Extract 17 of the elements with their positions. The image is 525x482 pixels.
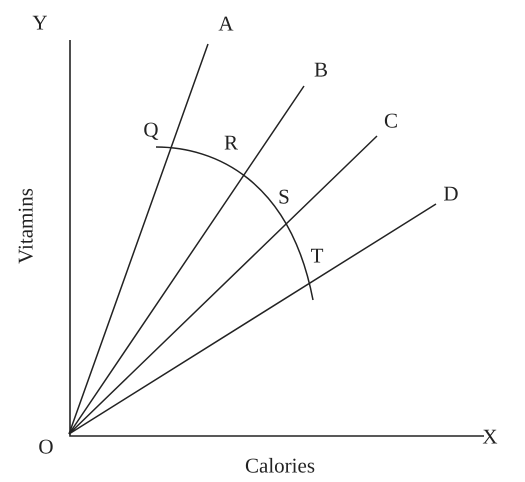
axis-title: Calories [245,456,315,476]
point-label: D [443,184,459,204]
point-label: T [310,246,324,266]
ray-line [68,86,305,434]
axis-label: X [482,426,498,448]
point-label: A [218,14,234,34]
ray-line [68,135,378,435]
point-label: O [38,436,54,458]
axis-title: Vitamins [16,188,36,264]
point-label: C [384,110,398,132]
point-label: Q [143,120,159,140]
point-label: B [314,60,328,80]
point-label: S [278,186,290,208]
ray-line [68,203,436,435]
axis-label: Y [32,12,48,34]
point-label: R [224,132,238,154]
ray-line [68,44,209,434]
